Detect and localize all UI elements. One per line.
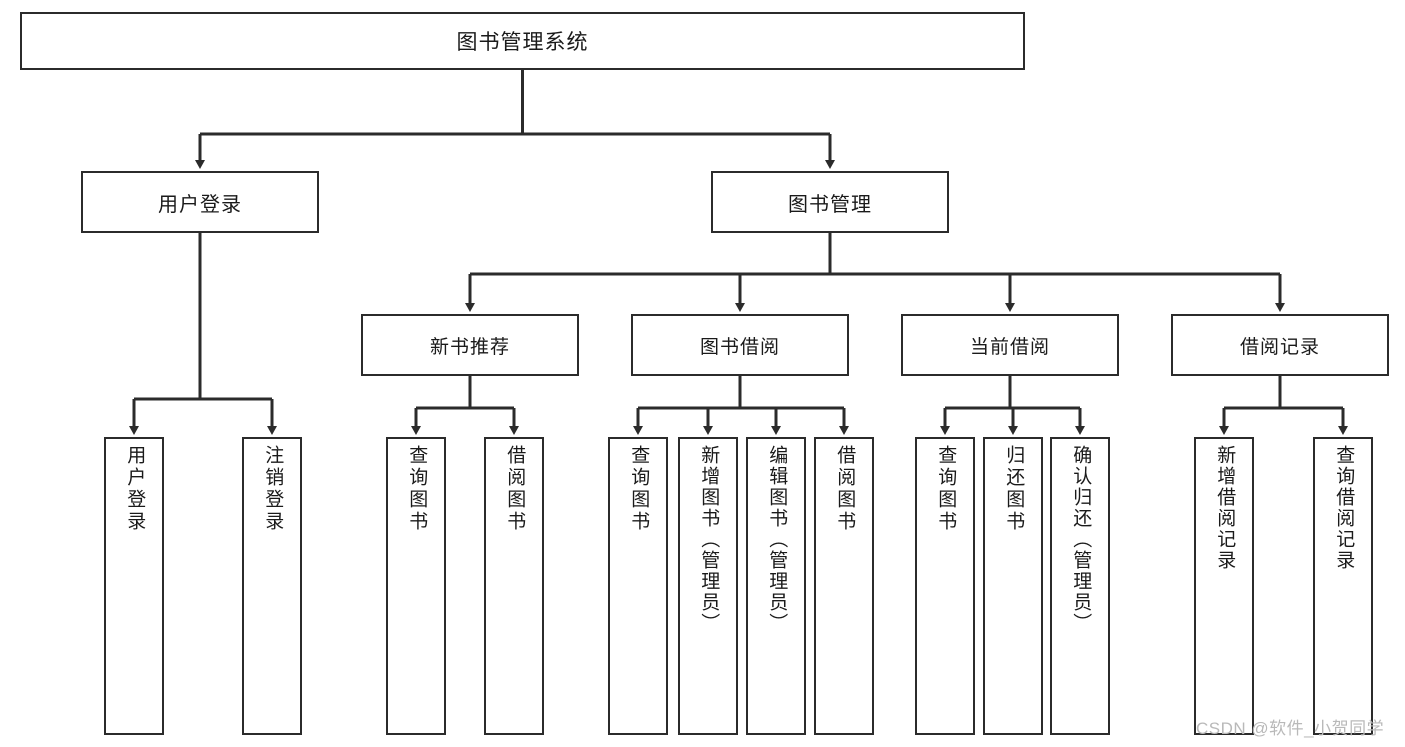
node-label: 新增借阅记录 <box>1214 445 1236 571</box>
node-leaf-add-record: 新增借阅记录 <box>1194 437 1254 735</box>
node-root: 图书管理系统 <box>20 12 1025 70</box>
node-user-login: 用户登录 <box>81 171 319 233</box>
node-label: 新增图书（管理员） <box>698 445 720 634</box>
node-label: 当前借阅 <box>969 336 1050 358</box>
node-leaf-edit-book: 编辑图书（管理员） <box>746 437 806 735</box>
node-label: 图书管理系统 <box>456 31 589 54</box>
node-label: 新书推荐 <box>429 336 510 358</box>
node-leaf-user-login: 用户登录 <box>104 437 164 735</box>
node-label: 借阅记录 <box>1239 336 1320 358</box>
node-leaf-borrow-book-1: 借阅图书 <box>484 437 544 735</box>
node-label: 用户登录 <box>158 193 242 216</box>
node-label: 确认归还（管理员） <box>1070 445 1092 634</box>
node-borrow-record: 借阅记录 <box>1171 314 1389 376</box>
node-book-manage: 图书管理 <box>711 171 949 233</box>
node-leaf-confirm-return: 确认归还（管理员） <box>1050 437 1110 735</box>
node-leaf-query-record: 查询借阅记录 <box>1313 437 1373 735</box>
node-leaf-query-book-2: 查询图书 <box>608 437 668 735</box>
node-current-borrow: 当前借阅 <box>901 314 1119 376</box>
node-leaf-query-book-1: 查询图书 <box>386 437 446 735</box>
node-leaf-return-book: 归还图书 <box>983 437 1043 735</box>
node-label: 查询图书 <box>628 445 650 533</box>
node-label: 编辑图书（管理员） <box>766 445 788 634</box>
node-leaf-logout-login: 注销登录 <box>242 437 302 735</box>
node-new-book-rec: 新书推荐 <box>361 314 579 376</box>
node-book-borrow: 图书借阅 <box>631 314 849 376</box>
node-leaf-borrow-book-2: 借阅图书 <box>814 437 874 735</box>
connector-lines <box>129 70 1348 435</box>
watermark-text: CSDN @软件_小贺同学 <box>1196 719 1385 738</box>
node-label: 查询借阅记录 <box>1333 445 1355 571</box>
node-label: 图书借阅 <box>699 336 780 358</box>
node-label: 图书管理 <box>788 193 872 216</box>
node-label: 借阅图书 <box>834 445 856 533</box>
node-label: 注销登录 <box>262 445 284 533</box>
node-label: 归还图书 <box>1003 445 1025 533</box>
node-label: 查询图书 <box>935 445 957 533</box>
node-leaf-query-book-3: 查询图书 <box>915 437 975 735</box>
node-label: 借阅图书 <box>504 445 526 533</box>
node-label: 用户登录 <box>124 445 146 533</box>
node-leaf-add-book: 新增图书（管理员） <box>678 437 738 735</box>
node-label: 查询图书 <box>406 445 428 533</box>
